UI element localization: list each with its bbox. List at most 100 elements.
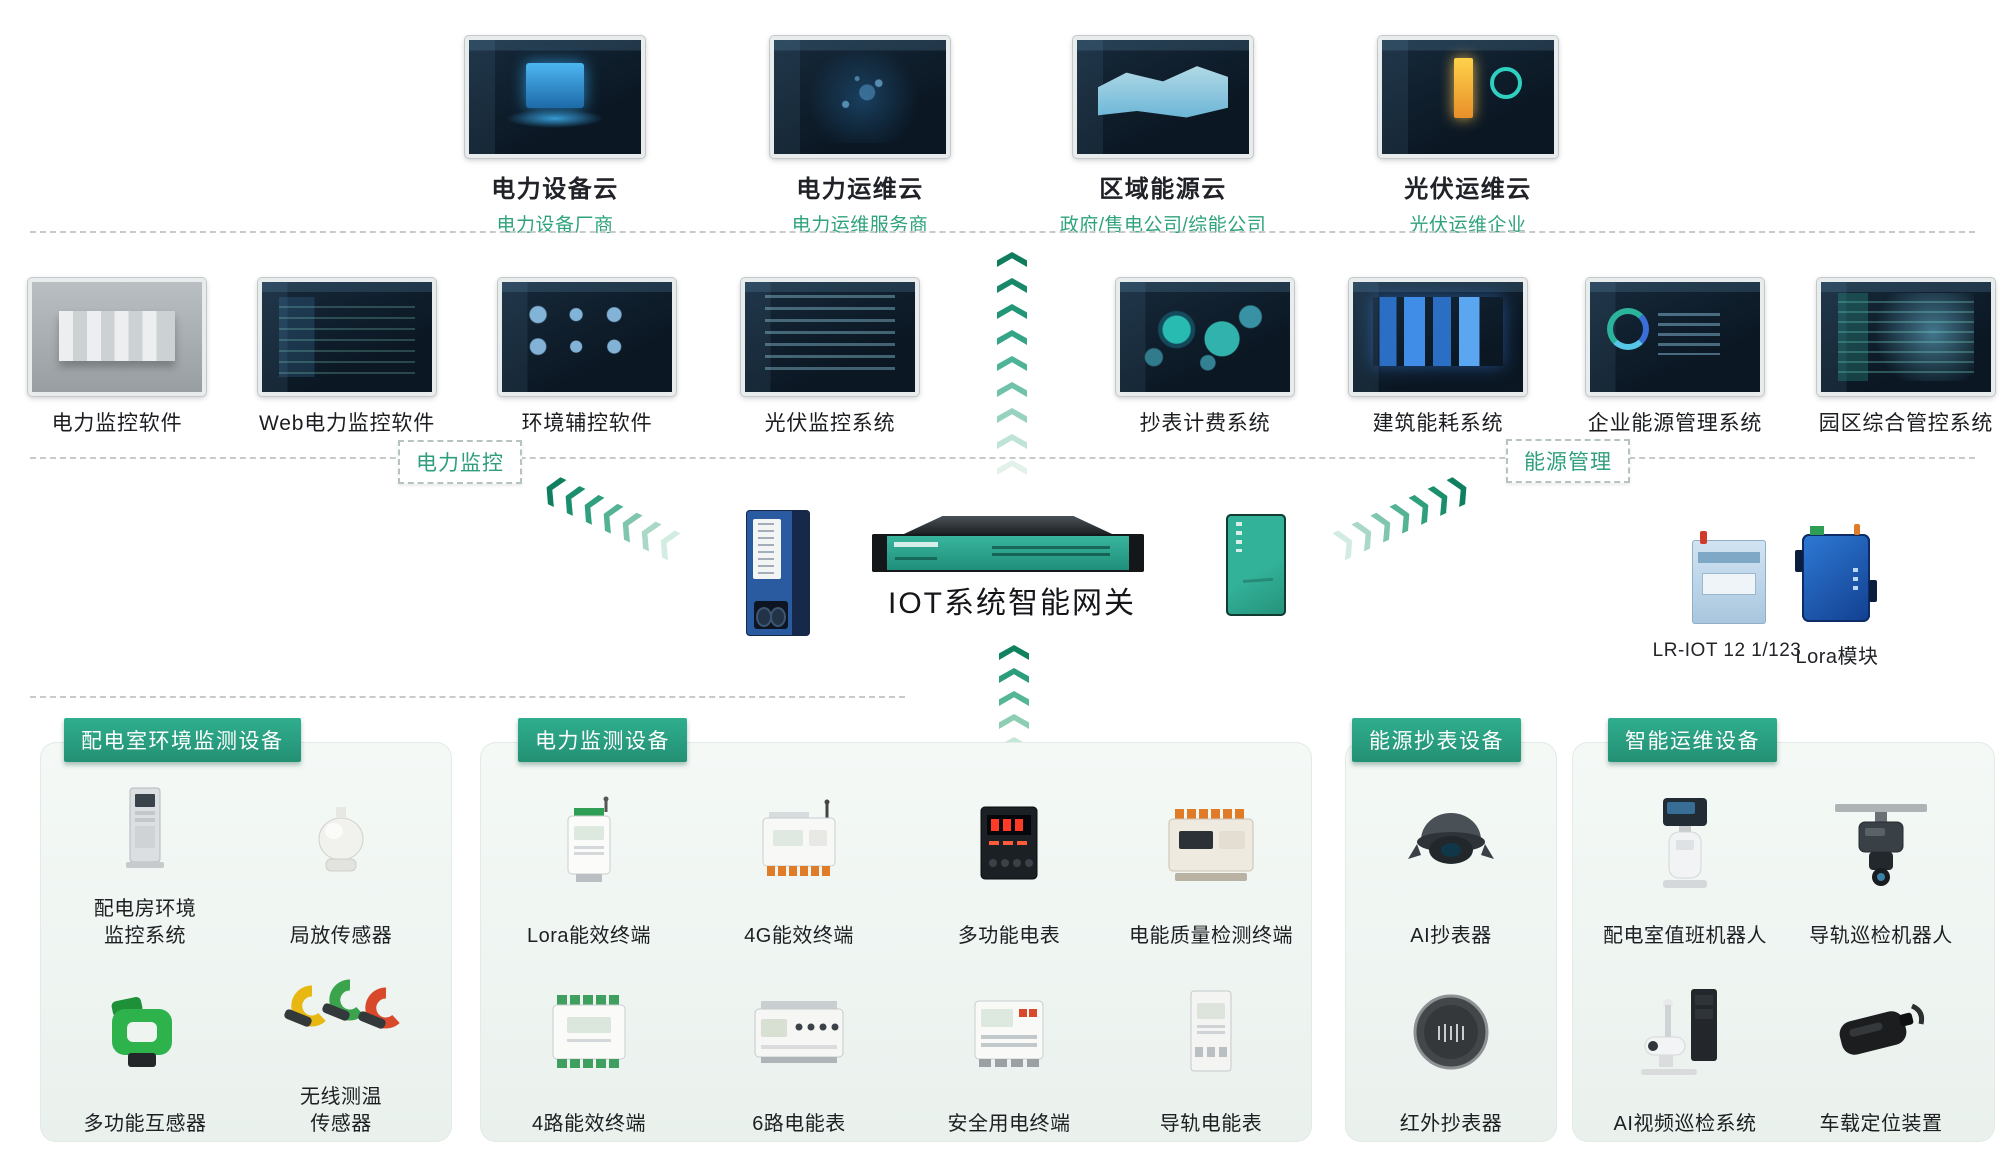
arrow-up-bottom: [999, 645, 1029, 752]
device-label: 多功能互感器: [83, 1113, 207, 1135]
tag-energy-management: 能源管理: [1506, 439, 1630, 483]
safety-terminal-icon: [974, 1000, 1044, 1067]
cloud-node-power-ops: 电力运维云 电力运维服务商: [710, 36, 1010, 237]
cloud-node-power-equipment: 电力设备云 电力设备厂商: [405, 36, 705, 237]
cloud-title: 电力设备云: [491, 176, 619, 203]
group-card-power-monitoring: 电力监测设备 Lora能效终端: [480, 718, 1312, 1142]
monitor-frame: [1116, 278, 1294, 396]
separator-line-top: [30, 231, 1975, 233]
device-item: 配电房环境监控系统: [50, 764, 240, 950]
monitor-frame: [1349, 278, 1527, 396]
led-panel: [753, 519, 781, 579]
lora-module-label: Lora模块: [1795, 646, 1879, 668]
icons-dashboard-screen: [502, 282, 672, 392]
device-item: 红外抄表器: [1356, 952, 1546, 1138]
device-item: 4路能效终端: [494, 952, 684, 1138]
device-label: 安全用电终端: [947, 1113, 1071, 1135]
system-label: 光伏监控系统: [764, 412, 896, 435]
device-label: AI抄表器: [1410, 925, 1492, 947]
monitor-frame: [1378, 36, 1558, 158]
system-node-power-monitor-sw: 电力监控软件: [1, 278, 233, 437]
monitor-frame: [465, 36, 645, 158]
device-label: 局放传感器: [289, 925, 393, 947]
group-title-meter: 能源抄表设备: [1352, 718, 1521, 762]
monitor-frame: [1586, 278, 1764, 396]
system-label: Web电力监控软件: [259, 412, 435, 435]
system-node-web-power-monitor: Web电力监控软件: [231, 278, 463, 437]
map-screen: [774, 40, 946, 154]
wireless-temp-icon: [284, 979, 400, 1029]
system-node-park-control: 园区综合管控系统: [1790, 278, 2000, 437]
ai-reader-icon: [1408, 812, 1494, 864]
monitor-frame: [770, 36, 950, 158]
isometric-park-screen: [1077, 40, 1249, 154]
monitor-frame: [1817, 278, 1995, 396]
system-label: 环境辅控软件: [521, 412, 653, 435]
connector-ports: [754, 601, 788, 629]
device-label: Lora能效终端: [526, 925, 652, 947]
dome-sensor-icon: [318, 806, 364, 871]
gateway-front-panel: [872, 534, 1144, 572]
device-label: 无线测温传感器: [300, 1086, 382, 1135]
ir-reader-icon: [1413, 994, 1489, 1069]
separator-line-middle: [30, 457, 1975, 459]
cloud-subtitle: 电力设备厂商: [496, 215, 614, 236]
device-label: 电能质量检测终端: [1129, 925, 1293, 947]
park-panels-screen: [1821, 282, 1991, 392]
system-node-meter-billing: 抄表计费系统: [1089, 278, 1321, 437]
module-face: [1232, 551, 1283, 611]
group-card-meter-reading: 能源抄表设备 AI抄表器: [1345, 718, 1557, 1142]
led-column: [1853, 568, 1858, 594]
din-rail-controller-device: [746, 510, 810, 636]
device-label: 导轨电能表: [1159, 1113, 1263, 1135]
device-label: 车载定位装置: [1819, 1113, 1943, 1135]
cloud-title: 电力运维云: [796, 176, 924, 203]
device-item: 多功能互感器: [50, 952, 240, 1138]
device-label: 多功能电表: [957, 925, 1061, 947]
6ch-meter-icon: [754, 1000, 844, 1063]
group-card-env-monitoring: 配电室环境监测设备 配电房环境监控系统: [40, 718, 452, 1142]
device-item: 配电室值班机器人: [1590, 764, 1780, 950]
cloud-node-regional-energy: 区域能源云 政府/售电公司/综能公司: [1013, 36, 1313, 237]
pv-dashboard-screen: [1382, 40, 1554, 154]
monitor-frame: [498, 278, 676, 396]
device-label: 6路电能表: [752, 1113, 846, 1135]
antenna-stub-icon: [1700, 531, 1707, 544]
gps-tracker-icon: [1839, 1003, 1925, 1055]
din-meter-icon: [1190, 990, 1232, 1071]
device-item: 导轨巡检机器人: [1786, 764, 1976, 950]
device-item: Lora能效终端: [494, 764, 684, 950]
device-item: 4G能效终端: [704, 764, 894, 950]
transformer-3d-screen: [469, 40, 641, 154]
system-label: 建筑能耗系统: [1372, 412, 1504, 435]
arrow-up-left-diagonal: [540, 474, 680, 561]
gateway-print-lines: [992, 546, 1110, 549]
bubbles-screen: [1120, 282, 1290, 392]
monitor-frame: [1073, 36, 1253, 158]
arrow-up-right-diagonal: [1332, 474, 1472, 561]
system-label: 企业能源管理系统: [1587, 412, 1763, 435]
env-cabinet-icon: [126, 787, 164, 868]
device-label: 配电室值班机器人: [1603, 925, 1767, 947]
4g-terminal-icon: [762, 799, 836, 876]
system-node-enterprise-energy: 企业能源管理系统: [1559, 278, 1791, 437]
system-label: 电力监控软件: [51, 412, 183, 435]
cloud-node-pv-ops: 光伏运维云 光伏运维企业: [1318, 36, 1618, 237]
device-item: AI抄表器: [1356, 764, 1546, 950]
cloud-title: 光伏运维云: [1404, 176, 1532, 203]
busbar-photo-screen: [32, 282, 202, 392]
terminal-block-icon: [1810, 526, 1824, 535]
rail-robot-icon: [1835, 803, 1927, 886]
cloud-title: 区域能源云: [1099, 176, 1227, 203]
tag-power-monitoring: 电力监控: [398, 440, 522, 484]
group-title-env: 配电室环境监测设备: [64, 718, 301, 762]
device-item: 6路电能表: [704, 952, 894, 1138]
device-item: 车载定位装置: [1786, 952, 1976, 1138]
device-item: 导轨电能表: [1116, 952, 1306, 1138]
separator-line-bottom: [30, 696, 905, 698]
system-label: 抄表计费系统: [1139, 412, 1271, 435]
cloud-subtitle: 政府/售电公司/综能公司: [1059, 215, 1267, 236]
4ch-terminal-icon: [552, 994, 626, 1068]
device-label: 4路能效终端: [531, 1113, 647, 1135]
